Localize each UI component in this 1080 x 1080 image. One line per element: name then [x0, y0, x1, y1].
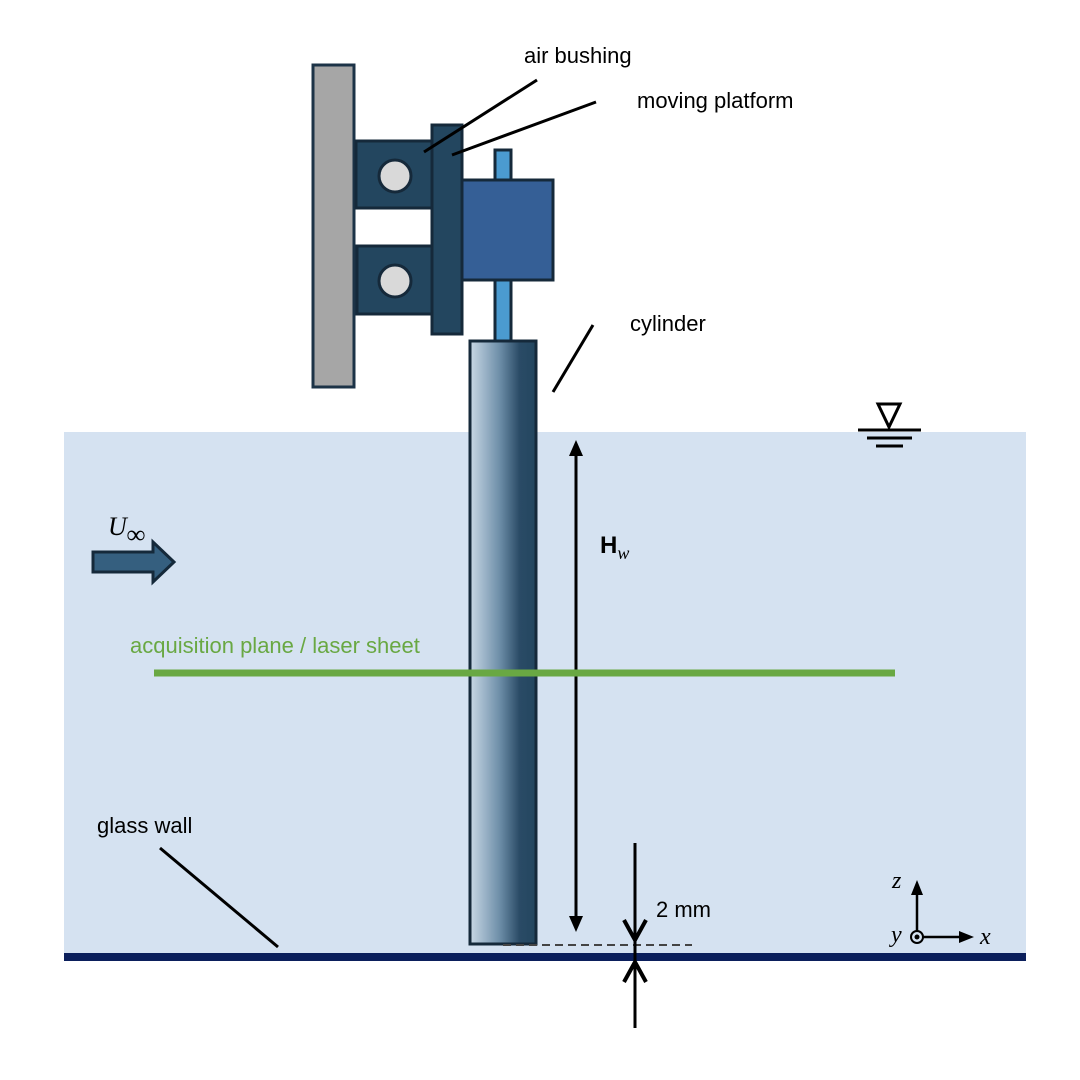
freestream-subscript: ∞	[127, 520, 146, 549]
water-region	[64, 432, 1026, 954]
water-height-symbol: H	[600, 532, 617, 559]
leader-cylinder	[551, 324, 595, 393]
label-cylinder: cylinder	[630, 311, 706, 336]
gap-dimension	[622, 843, 648, 1028]
label-acquisition-plane: acquisition plane / laser sheet	[130, 633, 420, 658]
freestream-arrow-icon	[91, 538, 177, 586]
air-bushing-upper	[354, 139, 434, 210]
cylinder	[468, 339, 538, 946]
label-water-height: Hw	[600, 532, 629, 563]
free-surface-icon	[858, 402, 921, 448]
label-air-bushing: air bushing	[524, 43, 632, 68]
axis-x-label: x	[979, 924, 991, 950]
water-height-subscript: w	[617, 543, 629, 563]
leader-glass-wall	[159, 846, 279, 949]
coordinate-axes-icon	[910, 880, 974, 944]
leader-moving-platform	[451, 100, 597, 157]
moving-platform	[460, 178, 555, 282]
axis-y-label: y	[889, 922, 902, 948]
glass-wall	[64, 953, 1026, 961]
bearing-upper	[377, 158, 413, 194]
label-freestream: U∞	[108, 512, 145, 549]
label-glass-wall: glass wall	[97, 813, 192, 838]
water-height-dimension	[569, 440, 583, 932]
freestream-symbol: U	[108, 512, 129, 541]
leader-air-bushing	[423, 78, 538, 154]
axis-z-label: z	[891, 868, 902, 894]
label-moving-platform: moving platform	[637, 88, 794, 113]
label-gap: 2 mm	[656, 897, 711, 922]
rail	[311, 63, 356, 389]
bearing-lower	[377, 263, 413, 299]
platform-plate	[430, 123, 464, 336]
